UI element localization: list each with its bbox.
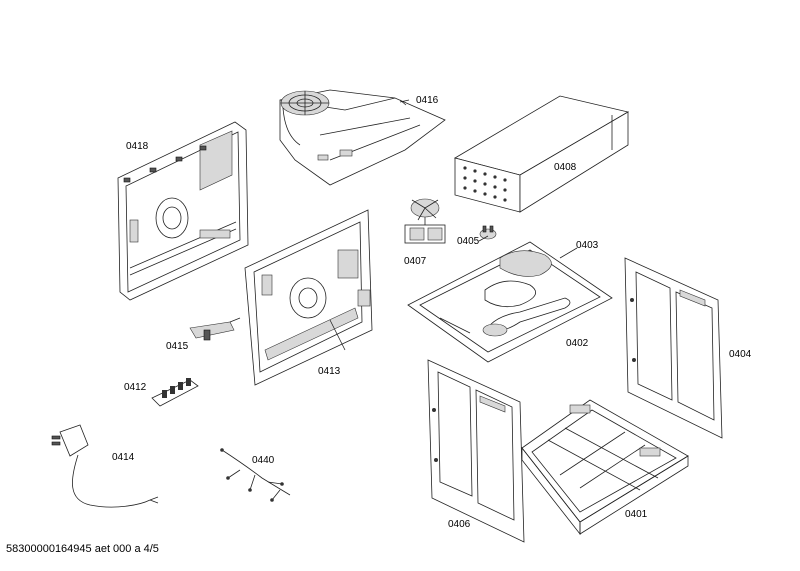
label-0408: 0408 xyxy=(554,162,577,173)
top-cover-0408-drawing xyxy=(453,95,630,213)
label-0413: 0413 xyxy=(318,366,341,377)
thermostat-0405-drawing xyxy=(479,225,497,240)
label-0418: 0418 xyxy=(126,141,149,152)
power-cord-0414-drawing xyxy=(51,424,159,508)
label-0416: 0416 xyxy=(416,95,439,106)
label-0415: 0415 xyxy=(166,341,189,352)
bracket-0415-drawing xyxy=(189,317,241,341)
label-0440: 0440 xyxy=(252,455,275,466)
top-panel-0403-drawing xyxy=(407,241,613,363)
side-panel-0418-drawing xyxy=(117,121,249,301)
label-0412: 0412 xyxy=(124,382,147,393)
leader-lines xyxy=(399,99,578,259)
label-0406: 0406 xyxy=(448,519,471,530)
label-0414: 0414 xyxy=(112,452,135,463)
back-panel-0413-drawing xyxy=(244,209,373,386)
label-0404: 0404 xyxy=(729,349,752,360)
document-id-footer: 58300000164945 aet 000 a 4/5 xyxy=(6,543,159,555)
label-0403: 0403 xyxy=(576,240,599,251)
side-panel-0404-drawing xyxy=(624,257,723,439)
wiring-harness-0440-drawing xyxy=(220,448,291,502)
label-0402: 0402 xyxy=(566,338,589,349)
label-0407: 0407 xyxy=(404,256,427,267)
label-0405: 0405 xyxy=(457,236,480,247)
label-0401: 0401 xyxy=(625,509,648,520)
terminal-block-0412-drawing xyxy=(151,378,199,407)
base-frame-0401-drawing xyxy=(521,399,689,536)
side-panel-0406-drawing xyxy=(427,359,525,543)
fan-motor-0407-drawing xyxy=(404,198,446,244)
fan-housing-drawing xyxy=(279,89,446,186)
